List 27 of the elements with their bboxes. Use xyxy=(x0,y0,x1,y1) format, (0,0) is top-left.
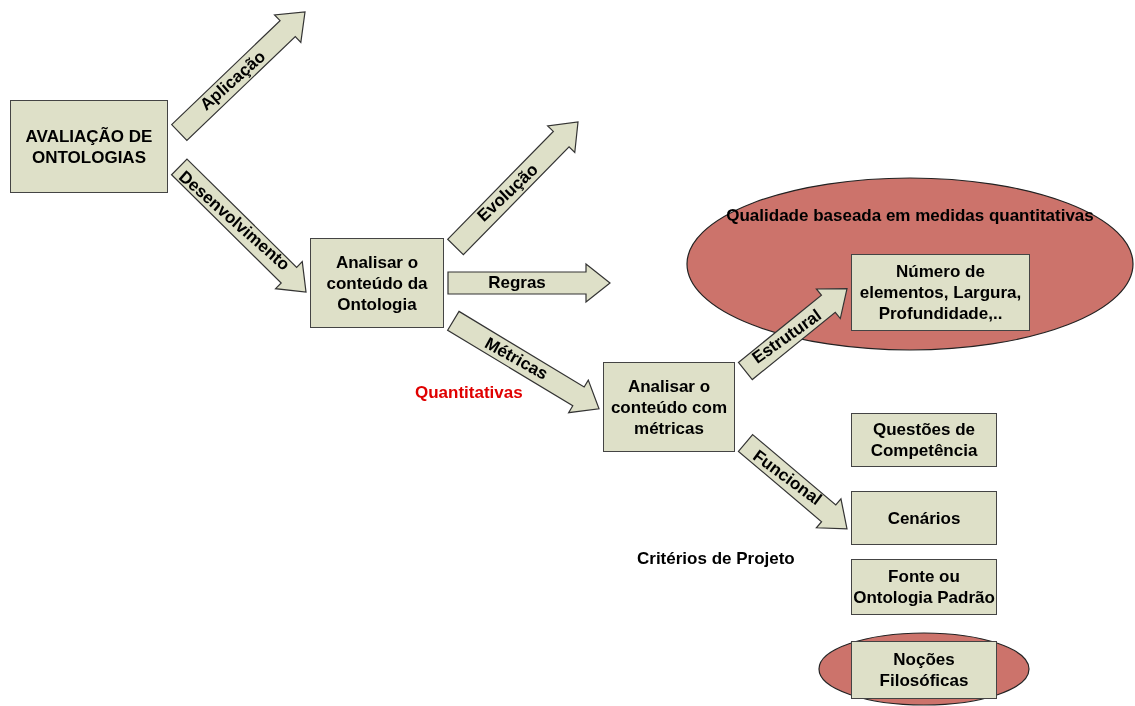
process-box xyxy=(851,254,1030,331)
box-text: Noções Filosóficas xyxy=(878,649,970,691)
box-text: Analisar o conteúdo com métricas xyxy=(609,375,729,439)
region-title: Qualidade baseada em medidas quantitativas xyxy=(725,205,1095,226)
block-arrow xyxy=(447,262,611,304)
process-box xyxy=(851,413,997,467)
box-text: Número de elementos, Largura, Profundidade,.. xyxy=(858,261,1023,324)
annotation-text: Quantitativas xyxy=(415,383,523,403)
block-arrow xyxy=(446,310,600,414)
process-box xyxy=(851,641,997,699)
edge-label: Regras xyxy=(488,274,546,292)
process-box xyxy=(851,491,997,545)
process-box xyxy=(851,559,997,615)
annotation-text: Critérios de Projeto xyxy=(637,549,795,569)
block-arrow xyxy=(737,288,848,381)
box-text: Fonte ou Ontologia Padrão xyxy=(852,566,996,608)
block-arrow xyxy=(737,433,848,530)
box-text: Cenários xyxy=(887,507,961,529)
block-arrow xyxy=(170,158,307,293)
box-text: Questões de Competência xyxy=(869,419,979,461)
process-box xyxy=(310,238,444,328)
process-box xyxy=(10,100,168,193)
process-box xyxy=(603,362,735,452)
box-text: AVALIAÇÃO DE ONTOLOGIAS xyxy=(24,125,154,168)
box-text: Analisar o conteúdo da Ontologia xyxy=(325,251,429,315)
block-arrow xyxy=(446,121,579,256)
block-arrow xyxy=(170,11,306,142)
